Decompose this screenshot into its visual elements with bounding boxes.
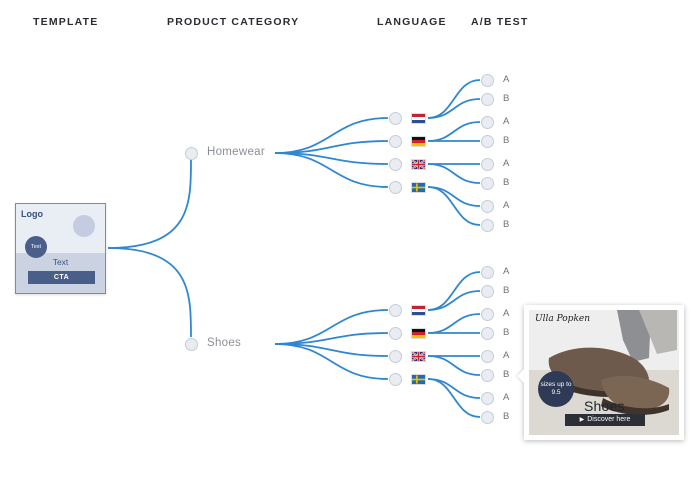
edge-language-to-variant <box>427 98 481 119</box>
edge-language-to-variant <box>427 290 481 311</box>
ab-variant-label: B <box>503 327 510 338</box>
ab-variant-label: B <box>503 135 510 146</box>
ad-headline: Shoes <box>584 398 625 414</box>
language-node[interactable] <box>388 134 402 148</box>
template-card[interactable]: Logo Text Text CTA <box>15 203 106 294</box>
sweden-flag-icon <box>411 181 426 193</box>
template-logo: Logo <box>21 209 43 219</box>
header-template: TEMPLATE <box>33 16 99 28</box>
ab-variant-label: B <box>503 369 510 380</box>
edge-category-to-language <box>274 152 389 188</box>
ab-variant-node-a[interactable] <box>480 265 494 279</box>
united-kingdom-flag-icon <box>411 350 426 362</box>
ab-variant-node-b[interactable] <box>480 176 494 190</box>
ab-variant-label: A <box>503 116 510 127</box>
language-node[interactable] <box>388 111 402 125</box>
ab-variant-label: B <box>503 411 510 422</box>
category-node-shoes[interactable] <box>184 337 198 351</box>
ab-variant-node-b[interactable] <box>480 134 494 148</box>
edge-language-to-variant <box>427 163 481 184</box>
edge-language-to-variant <box>427 313 481 334</box>
ad-discover-button[interactable]: ▶Discover here <box>565 414 645 426</box>
ab-variant-node-b[interactable] <box>480 368 494 382</box>
edge-language-to-variant <box>427 378 481 418</box>
ad-preview[interactable]: Ulla Popken sizes up to 9.5 Shoes ▶Disco… <box>517 305 684 440</box>
template-text-badge: Text <box>25 236 47 258</box>
edge-category-to-language <box>274 309 389 345</box>
ab-variant-label: A <box>503 200 510 211</box>
ab-variant-label: B <box>503 93 510 104</box>
template-cta: CTA <box>28 271 95 284</box>
play-icon: ▶ <box>579 417 585 423</box>
ad-size-badge: sizes up to 9.5 <box>538 371 574 407</box>
sweden-flag-icon <box>411 373 426 385</box>
ab-variant-node-b[interactable] <box>480 218 494 232</box>
shoe-photo-illustration <box>529 310 679 435</box>
ab-variant-node-a[interactable] <box>480 157 494 171</box>
ad-discover-label: Discover here <box>587 416 631 423</box>
ab-variant-node-b[interactable] <box>480 284 494 298</box>
ab-variant-node-a[interactable] <box>480 115 494 129</box>
ad-brand-logo: Ulla Popken <box>535 314 591 324</box>
ad-size-badge-text: sizes up to 9.5 <box>540 381 572 396</box>
germany-flag-icon <box>411 327 426 339</box>
language-node[interactable] <box>388 157 402 171</box>
header-product-category: PRODUCT CATEGORY <box>167 16 300 28</box>
ab-variant-node-b[interactable] <box>480 92 494 106</box>
template-image-placeholder <box>73 215 95 237</box>
template-text: Text <box>52 257 69 267</box>
ab-variant-label: A <box>503 308 510 319</box>
header-language: LANGUAGE <box>377 16 447 28</box>
category-label: Homewear <box>207 146 266 158</box>
ab-variant-label: A <box>503 74 510 85</box>
ad-preview-photo: Ulla Popken sizes up to 9.5 Shoes ▶Disco… <box>529 310 679 435</box>
edge-template-to-shoes <box>107 247 192 338</box>
category-node-homewear[interactable] <box>184 146 198 160</box>
ab-variant-node-b[interactable] <box>480 326 494 340</box>
netherlands-flag-icon <box>411 112 426 124</box>
ab-variant-label: B <box>503 219 510 230</box>
ab-variant-label: A <box>503 158 510 169</box>
ab-variant-node-a[interactable] <box>480 199 494 213</box>
ab-variant-node-a[interactable] <box>480 349 494 363</box>
edge-language-to-variant <box>427 378 481 399</box>
edge-category-to-language <box>274 343 389 380</box>
language-node[interactable] <box>388 303 402 317</box>
edge-language-to-variant <box>427 355 481 376</box>
ab-variant-label: B <box>503 285 510 296</box>
netherlands-flag-icon <box>411 304 426 316</box>
edge-language-to-variant <box>427 121 481 142</box>
ab-variant-label: B <box>503 177 510 188</box>
language-node[interactable] <box>388 180 402 194</box>
ab-variant-label: A <box>503 266 510 277</box>
germany-flag-icon <box>411 135 426 147</box>
edge-category-to-language <box>274 117 389 154</box>
ab-variant-label: A <box>503 350 510 361</box>
edge-language-to-variant <box>427 186 481 207</box>
language-node[interactable] <box>388 372 402 386</box>
united-kingdom-flag-icon <box>411 158 426 170</box>
header-ab-test: A/B TEST <box>471 16 529 28</box>
ab-variant-node-b[interactable] <box>480 410 494 424</box>
ad-preview-pointer <box>517 369 524 383</box>
edge-language-to-variant <box>427 186 481 226</box>
language-node[interactable] <box>388 349 402 363</box>
ab-variant-label: A <box>503 392 510 403</box>
language-node[interactable] <box>388 326 402 340</box>
ab-variant-node-a[interactable] <box>480 307 494 321</box>
edge-template-to-homewear <box>107 159 192 249</box>
ab-variant-node-a[interactable] <box>480 391 494 405</box>
category-label: Shoes <box>207 337 242 349</box>
ab-variant-node-a[interactable] <box>480 73 494 87</box>
